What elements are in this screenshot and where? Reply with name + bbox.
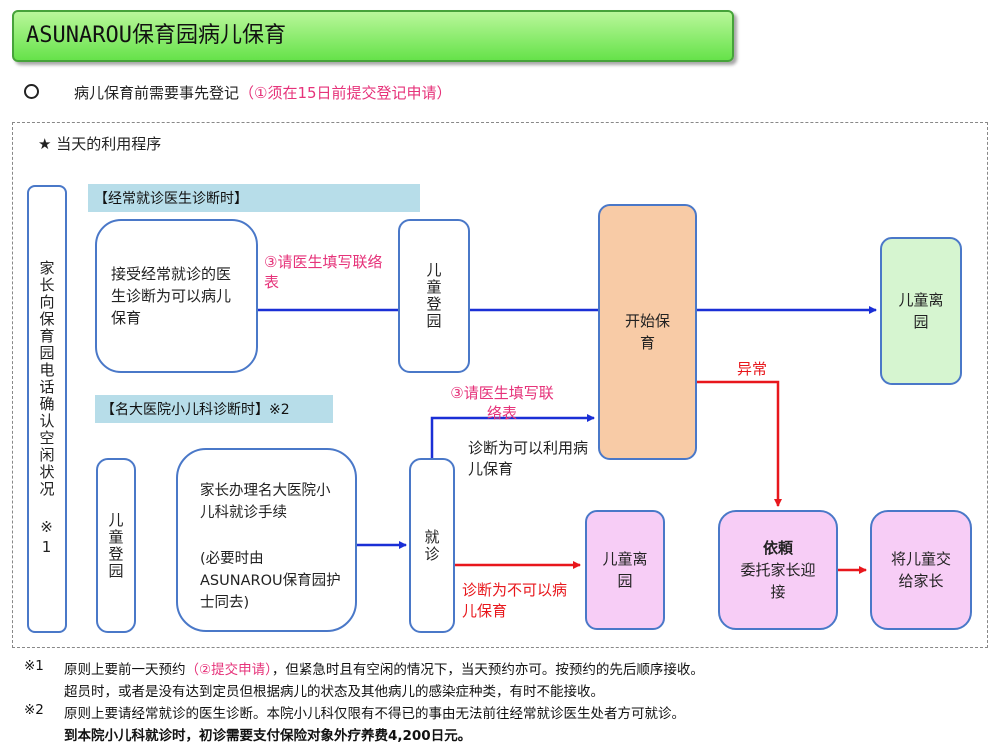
note2-line2: 到本院小儿科就诊时，初诊需要支付保险对象外疗养费4,200日元。 xyxy=(64,728,472,744)
visit-box: 就诊 xyxy=(409,458,455,633)
leave-box-top: 儿童离园 xyxy=(880,237,962,385)
regular-diagnosis-box: 接受经常就诊的医生诊断为可以病儿保育 xyxy=(95,219,258,373)
band-university-hospital: 【名大医院小儿科诊断时】※2 xyxy=(95,395,333,423)
hospital-procedure-box: 家长办理名大医院小儿科就诊手续 (必要时由ASUNAROU保育园护士同去) xyxy=(176,448,357,632)
procedure-frame xyxy=(12,122,988,648)
step3-top-label: ③请医生填写联络表 xyxy=(264,253,383,291)
request-body: 委托家长迎接 xyxy=(740,561,816,601)
intro-line: 病儿保育前需要事先登记（①须在15日前提交登记申请） xyxy=(74,82,452,103)
bullet-circle-icon xyxy=(24,84,39,99)
arrive-box-bottom: 儿童登园 xyxy=(96,458,136,633)
arrow-abnormal xyxy=(697,380,782,507)
request-head: 依頼 xyxy=(762,539,793,557)
note2-mark: ※2 xyxy=(24,702,44,718)
step3-bottom-label: ③请医生填写联络表 xyxy=(450,384,554,422)
arrive-box-top: 儿童登园 xyxy=(398,219,470,373)
procedure-text: 家长办理名大医院小儿科就诊手续 xyxy=(200,483,331,521)
note2-line1: 原则上要请经常就诊的医生诊断。本院小儿科仅限有不得已的事由无法前往经常就诊医生处… xyxy=(64,706,685,722)
start-care-box: 开始保育 xyxy=(598,204,697,460)
note1-mark: ※1 xyxy=(24,658,44,674)
request-pickup-box: 依頼 委托家长迎接 xyxy=(718,510,838,630)
note1-c: ，但紧急时且有空闲的情况下，当天预约亦可。按预约的先后顺序接收。 xyxy=(271,662,704,678)
note1-b: （②提交申请） xyxy=(185,662,272,678)
band-regular-doctor: 【经常就诊医生诊断时】 xyxy=(88,184,420,212)
leave-box-bottom: 儿童离园 xyxy=(585,510,665,630)
intro-note: （①须在15日前提交登记申请） xyxy=(239,84,452,102)
diagnosis-ng-label: 诊断为不可以病儿保育 xyxy=(462,581,568,620)
handover-box: 将儿童交给家长 xyxy=(870,510,972,630)
arrow-visit-ok xyxy=(430,414,595,458)
note1-line2: 超员时，或者是没有达到定员但根据病儿的状态及其他病儿的感染症种类，有时不能接收。 xyxy=(64,684,604,700)
note1-a: 原则上要前一天预约 xyxy=(64,662,186,678)
section-label: ★ 当天的利用程序 xyxy=(38,135,162,153)
parent-phone-box: 家长向保育园电话确认空闲状况 ※1 xyxy=(27,185,67,633)
procedure-note: (必要时由ASUNAROU保育园护士同去) xyxy=(200,551,341,611)
note1-line1: 原则上要前一天预约（②提交申请），但紧急时且有空闲的情况下，当天预约亦可。按预约… xyxy=(64,658,704,678)
regular-diagnosis-text: 接受经常就诊的医生诊断为可以病儿保育 xyxy=(111,265,232,327)
intro-main: 病儿保育前需要事先登记 xyxy=(74,84,240,102)
diagnosis-ok-label: 诊断为可以利用病儿保育 xyxy=(468,439,589,478)
abnormal-label: 异常 xyxy=(737,360,768,378)
page-title: ASUNAROU保育园病儿保育 xyxy=(12,10,734,62)
